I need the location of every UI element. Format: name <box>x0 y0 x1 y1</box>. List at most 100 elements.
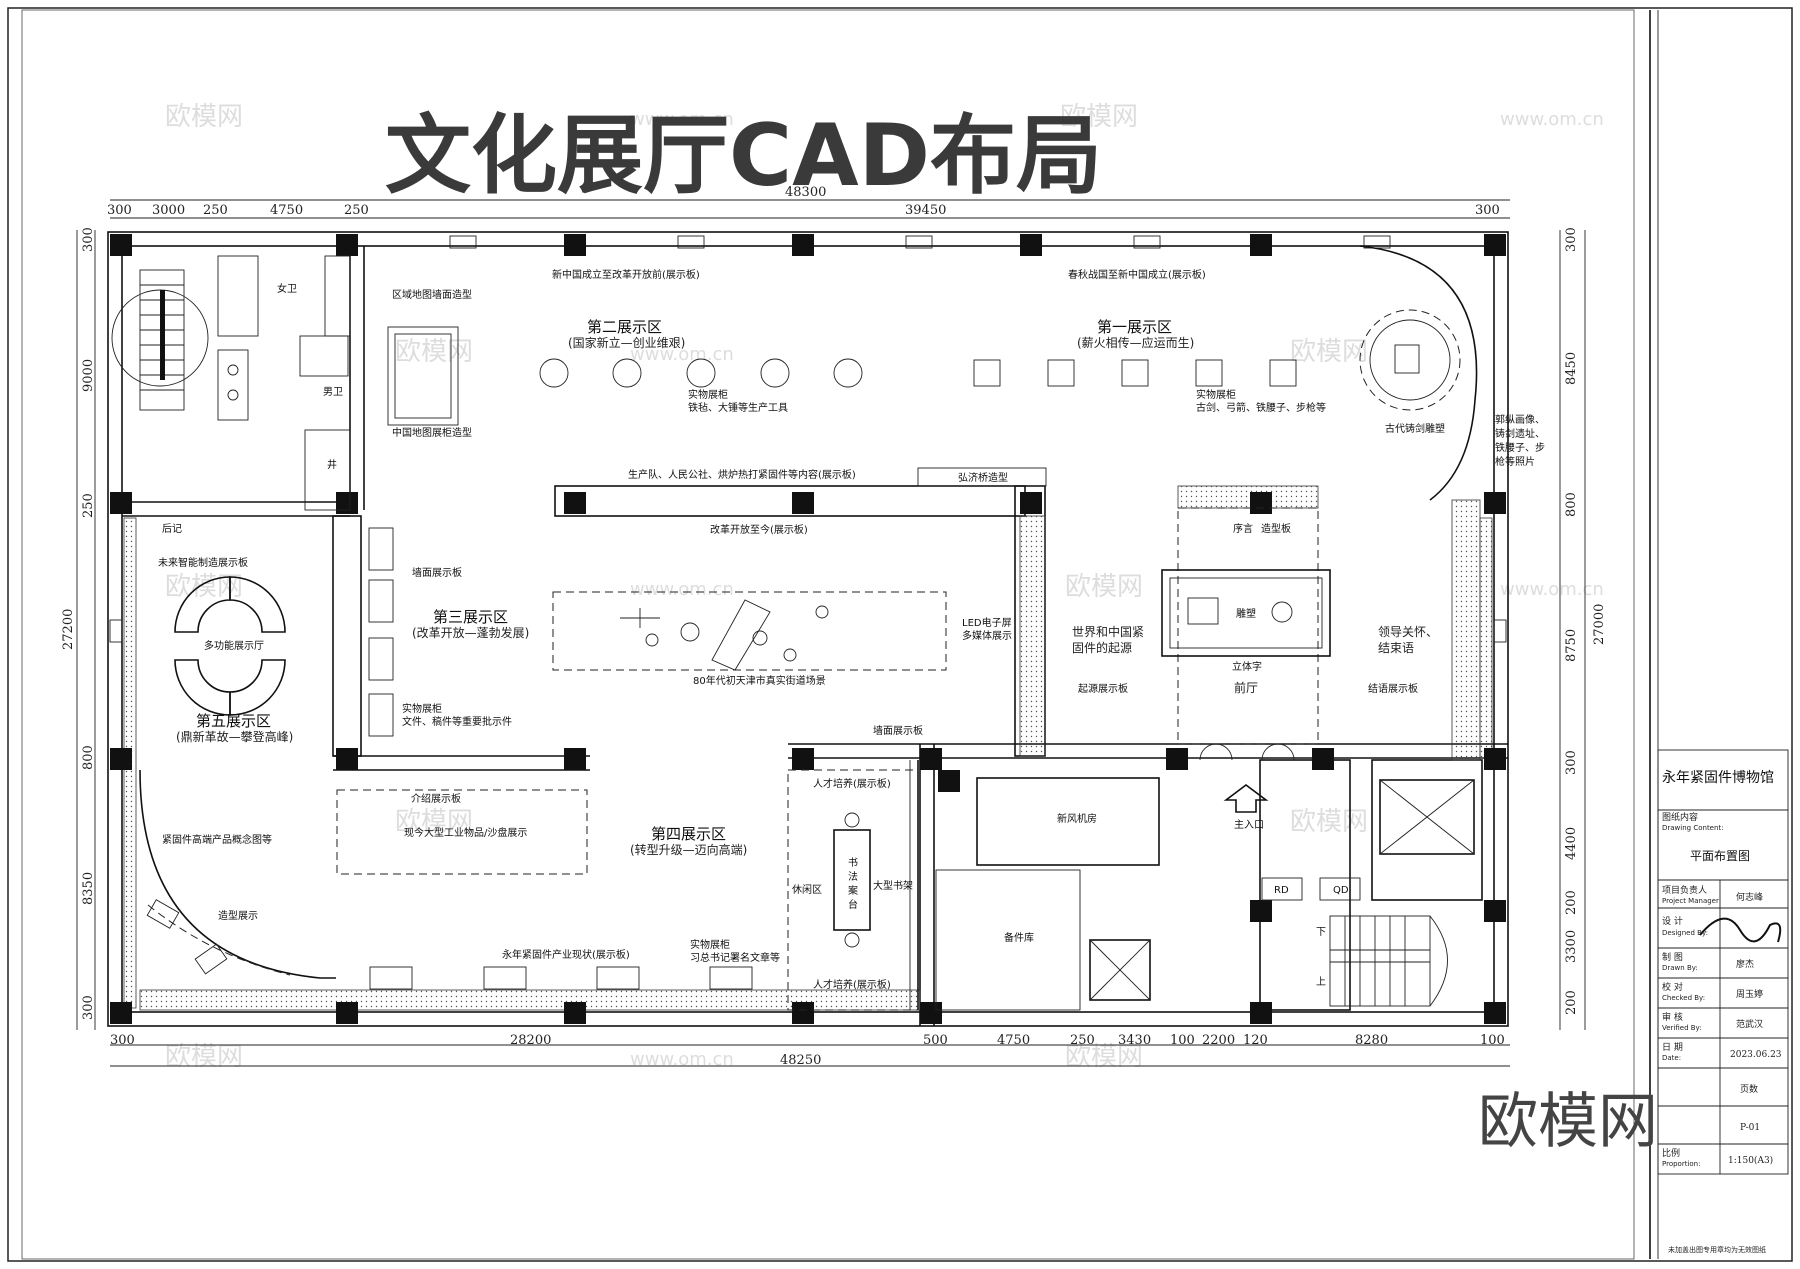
dimension-bottom-seg: 8280 <box>1355 1033 1388 1048</box>
dimension-top-seg: 4750 <box>270 203 303 218</box>
street-scene-label: 80年代初天津市真实街道场景 <box>693 674 826 687</box>
dimension-bottom-seg: 28200 <box>510 1033 551 1048</box>
shaped-display-label: 造型展示 <box>218 909 258 922</box>
restroom-area <box>217 255 351 511</box>
zone-title: 第一展示区 <box>1097 318 1172 336</box>
dimension-top-seg: 300 <box>1475 203 1500 218</box>
drawing-content-en: Drawing Content: <box>1662 824 1724 832</box>
street-scene-props <box>620 599 829 671</box>
sheet-border <box>7 7 1793 1262</box>
wall-cavity <box>1451 499 1481 761</box>
watermark-text: 欧模网 <box>1290 807 1368 837</box>
cabinet-docs-label: 文件、稿件等重要批示件 <box>402 715 512 728</box>
qd-label: QD <box>1333 885 1349 896</box>
dimension-right: 27000 300 8450 800 8750 300 4400 200 330… <box>1559 227 1607 1030</box>
watermark-url: www.om.cn <box>630 1049 734 1070</box>
dimension-overall-top: 48300 <box>785 185 826 200</box>
main-entry-label: 主入口 <box>1234 819 1264 831</box>
dimension-left: 27200 300 9000 250 800 8350 300 <box>61 227 96 1030</box>
dimension-bottom-seg: 4750 <box>997 1033 1030 1048</box>
dimension-right-seg: 300 <box>1564 750 1579 775</box>
watermark-text: 欧模网 <box>395 337 473 367</box>
front-hall-label: 前厅 <box>1234 680 1258 695</box>
wall-cavity <box>1177 485 1319 509</box>
rest-area-label: 休闲区 <box>792 883 822 896</box>
verifier-value: 范武汉 <box>1736 1018 1763 1030</box>
zone-subtitle: (改革开放—蓬勃发展) <box>412 625 529 640</box>
panel-label: 生产队、人民公社、烘炉热打紧固件等内容(展示板) <box>628 468 856 481</box>
drawer-label-en: Drawn By: <box>1662 964 1698 972</box>
brand-logo: 欧模网 <box>1478 1087 1658 1157</box>
watermark-url: www.om.cn <box>630 109 734 130</box>
calligraphy-char: 法 <box>848 870 858 883</box>
led-label: LED电子屏 <box>962 616 1012 629</box>
dimension-overall-bottom: 48250 <box>780 1053 821 1068</box>
cabinet-label: 实物展柜 <box>690 938 730 951</box>
leader-care-label: 领导关怀、 <box>1378 625 1438 639</box>
sheet-inner-border <box>21 9 1635 1260</box>
concept-panel-label: 紧固件高端产品概念图等 <box>162 833 272 846</box>
industry-model-label: 现今大型工业物品/沙盘展示 <box>404 826 527 839</box>
dimension-bottom-seg: 3430 <box>1118 1033 1151 1048</box>
dimension-right-seg: 300 <box>1564 227 1579 252</box>
zone-subtitle: (鼎新革故—攀登高峰) <box>176 729 293 744</box>
watermark-url: www.om.cn <box>630 344 734 365</box>
hongji-bridge-label: 弘济桥造型 <box>958 471 1008 484</box>
scale-label-en: Proportion: <box>1662 1160 1700 1168</box>
zone-title: 第三展示区 <box>433 608 508 626</box>
zone3-wall-panels <box>368 527 394 737</box>
dimension-right-seg: 3300 <box>1564 930 1579 963</box>
round-cabinets <box>539 358 863 388</box>
checker-label-cn: 校 对 <box>1662 981 1683 993</box>
industry-status-label: 永年紧固件产业现状(展示板) <box>502 948 630 961</box>
dimension-top: 48300 300 3000 250 4750 250 39450 300 <box>107 185 1510 219</box>
designer-signature <box>1699 917 1782 943</box>
origin-panel-label: 起源展示板 <box>1078 682 1128 695</box>
sculpture-platform <box>1359 309 1461 411</box>
dimension-bottom-seg: 120 <box>1243 1033 1268 1048</box>
talent-panel-label: 人才培养(展示板) <box>813 978 891 991</box>
dimension-overall-right: 27000 <box>1592 604 1607 645</box>
designer-label-en: Designed By: <box>1662 929 1708 937</box>
preface-label: 序言 <box>1233 522 1253 535</box>
rd-label: RD <box>1274 885 1289 896</box>
dimension-left-seg: 300 <box>81 227 96 252</box>
pm-label-en: Project Manager: <box>1662 897 1721 905</box>
wall-cavity <box>1019 515 1046 757</box>
led-label: 多媒体展示 <box>962 629 1012 642</box>
calligraphy-char: 台 <box>848 898 858 911</box>
panel-label: 新中国成立至改革开放前(展示板) <box>552 268 700 281</box>
dimension-left-seg: 300 <box>81 995 96 1020</box>
verifier-label-en: Verified By: <box>1662 1024 1702 1032</box>
footnote: 未加盖出图专用章均为无效图纸 <box>1668 1245 1766 1254</box>
main-entry-arrow <box>1223 784 1269 813</box>
cabinet-label: 实物展柜 <box>1196 388 1236 401</box>
dimension-bottom: 300 28200 500 4750 250 3430 100 2200 120… <box>110 1033 1510 1068</box>
sculpture-label: 雕塑 <box>1236 607 1256 620</box>
scale-value: 1:150(A3) <box>1728 1155 1773 1166</box>
checker-value: 周玉婷 <box>1736 988 1763 1000</box>
watermarks: 欧模网 欧模网 欧模网 欧模网 欧模网 欧模网 欧模网 欧模网 欧模网 欧模网 … <box>165 102 1604 1072</box>
industry-model-area <box>336 789 588 875</box>
fresh-air-label: 新风机房 <box>1057 812 1097 825</box>
zone-title: 第二展示区 <box>587 318 662 336</box>
zone-subtitle: (薪火相传—应运而生) <box>1077 335 1194 350</box>
stand-text-label: 立体字 <box>1232 660 1262 673</box>
storage-label: 备件库 <box>1004 931 1034 944</box>
china-map-label: 中国地图展柜造型 <box>392 426 472 439</box>
right-note-line: 铸剑遗址、 <box>1495 427 1545 440</box>
watermark-url: www.om.cn <box>1500 109 1604 130</box>
stair-bottom-right <box>1329 915 1448 1007</box>
cabinet-weapons-label: 古剑、弓箭、铁腰子、步枪等 <box>1196 401 1326 414</box>
sheet-value: P-01 <box>1740 1123 1760 1133</box>
dimension-top-seg: 300 <box>107 203 132 218</box>
fresh-air-room <box>976 777 1160 866</box>
dimension-top-seg: 39450 <box>905 203 946 218</box>
dimension-top-seg: 250 <box>203 203 228 218</box>
right-note-line: 铁腰子、步 <box>1495 441 1545 454</box>
zone-subtitle: (转型升级—迈向高端) <box>630 842 747 857</box>
watermark-url: www.om.cn <box>1500 579 1604 600</box>
drawing-content-cn: 图纸内容 <box>1662 811 1698 823</box>
date-label-cn: 日 期 <box>1662 1042 1683 1053</box>
china-map-cabinet <box>387 326 459 426</box>
